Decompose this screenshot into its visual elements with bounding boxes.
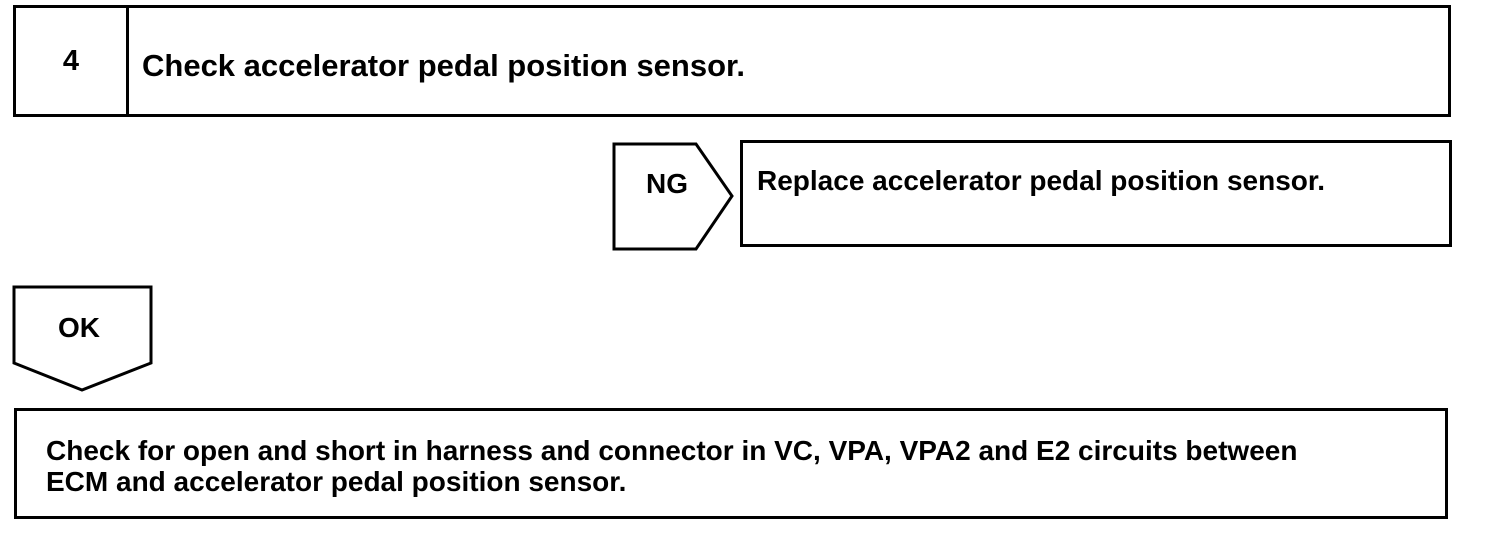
ng-action-box: Replace accelerator pedal position senso… xyxy=(740,140,1452,247)
next-action-line-2: ECM and accelerator pedal position senso… xyxy=(46,466,627,497)
next-action-line-1: Check for open and short in harness and … xyxy=(46,435,1298,466)
next-action-box: Check for open and short in harness and … xyxy=(14,408,1448,519)
ok-arrow-shape xyxy=(12,285,153,392)
step-box: 4 Check accelerator pedal position senso… xyxy=(13,5,1451,117)
ng-action-text: Replace accelerator pedal position senso… xyxy=(757,165,1325,196)
step-title: Check accelerator pedal position sensor. xyxy=(142,48,746,83)
ok-label: OK xyxy=(58,312,100,343)
next-action-text: Check for open and short in harness and … xyxy=(46,435,1297,497)
ng-arrow-shape xyxy=(612,142,734,251)
ng-label: NG xyxy=(646,168,688,199)
step-number: 4 xyxy=(16,8,129,114)
